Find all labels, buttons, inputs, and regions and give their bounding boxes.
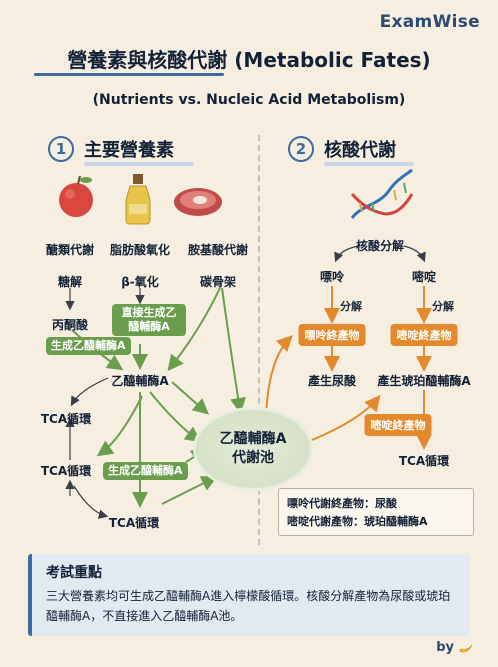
direct-acetyl-tag: 直接生成乙醯輔酶A [112, 304, 186, 336]
process-carbon-skeleton: 碳骨架 [199, 275, 237, 289]
acetyl-coa-pool: 乙醯輔酶A 代謝池 [196, 410, 310, 488]
succinyl-coa-label: 產生琥珀醯輔酶A [377, 374, 471, 388]
title-underline [34, 73, 224, 76]
uric-acid-label: 產生尿酸 [307, 374, 357, 388]
pool-line-2: 代謝池 [232, 450, 274, 466]
exam-title: 考試重點 [46, 565, 102, 581]
section-underline [84, 162, 194, 166]
section-number: 2 [288, 136, 314, 162]
page-subtitle: (Nutrients vs. Nucleic Acid Metabolism) [92, 92, 406, 108]
decompose-label: 分解 [432, 300, 454, 313]
nucleic-split-label: 核酸分解 [355, 239, 405, 253]
section-nucleic-header: 2 核酸代謝 [288, 136, 414, 166]
process-glycolysis: 糖解 [57, 275, 83, 289]
category-fat: 脂肪酸氧化 [109, 243, 171, 257]
legend-box: 嘌呤代謝終產物：尿酸 嘧啶代謝產物：琥珀醯輔酶A [278, 488, 474, 536]
tca-cycle-label: TCA循環 [108, 516, 160, 530]
pyruvate-label: 丙酮酸 [51, 318, 89, 332]
section-title: 主要營養素 [84, 140, 174, 161]
decompose-label: 分解 [340, 300, 362, 313]
category-carb: 醣類代謝 [45, 243, 95, 257]
page-title: 營養素與核酸代謝 (Metabolic Fates) [67, 48, 431, 72]
section-divider [258, 135, 260, 545]
section-underline [324, 162, 414, 166]
dna-icon [350, 168, 414, 219]
section-title: 核酸代謝 [324, 140, 396, 161]
exam-body: 三大營養素均可生成乙醯輔酶A進入檸檬酸循環。核酸分解產物為尿酸或琥珀醯輔酶A，不… [46, 589, 451, 623]
category-protein: 胺基酸代謝 [187, 243, 249, 257]
purine-label: 嘌呤 [319, 270, 345, 284]
pyrimidine-label: 嘧啶 [411, 270, 437, 284]
section-nutrients-header: 1 主要營養素 [48, 136, 194, 166]
tca-cycle-label: TCA循環 [398, 454, 450, 468]
exam-key-points: 考試重點 三大營養素均可生成乙醯輔酶A進入檸檬酸循環。核酸分解產物為尿酸或琥珀醯… [28, 554, 470, 636]
oil-bottle-icon [125, 174, 151, 225]
credit-by: by [436, 640, 454, 655]
pool-line-1: 乙醯輔酶A [219, 431, 287, 447]
credit: by [436, 640, 474, 655]
tca-cycle-label: TCA循環 [40, 412, 92, 426]
section-number: 1 [48, 136, 74, 162]
process-beta-oxidation: β-氧化 [121, 275, 159, 289]
generate-acetyl-tag-2: 生成乙醯輔酶A [103, 462, 188, 480]
banana-icon [459, 644, 473, 653]
apple-icon [59, 175, 93, 217]
pyrimidine-end-tag-2: 嘧啶終產物 [364, 414, 432, 436]
meat-icon [174, 188, 222, 216]
brand-logo: ExamWise [379, 12, 480, 32]
legend-line-purine: 嘌呤代謝終產物：尿酸 [287, 497, 397, 510]
tca-cycle-label: TCA循環 [40, 464, 92, 478]
legend-line-pyrimidine: 嘧啶代謝產物：琥珀醯輔酶A [287, 515, 428, 528]
acetyl-coa-label: 乙醯輔酶A [111, 374, 169, 388]
purine-end-tag: 嘌呤終產物 [298, 324, 366, 346]
pyrimidine-end-tag: 嘧啶終產物 [390, 324, 458, 346]
generate-acetyl-tag-1: 生成乙醯輔酶A [46, 337, 131, 355]
